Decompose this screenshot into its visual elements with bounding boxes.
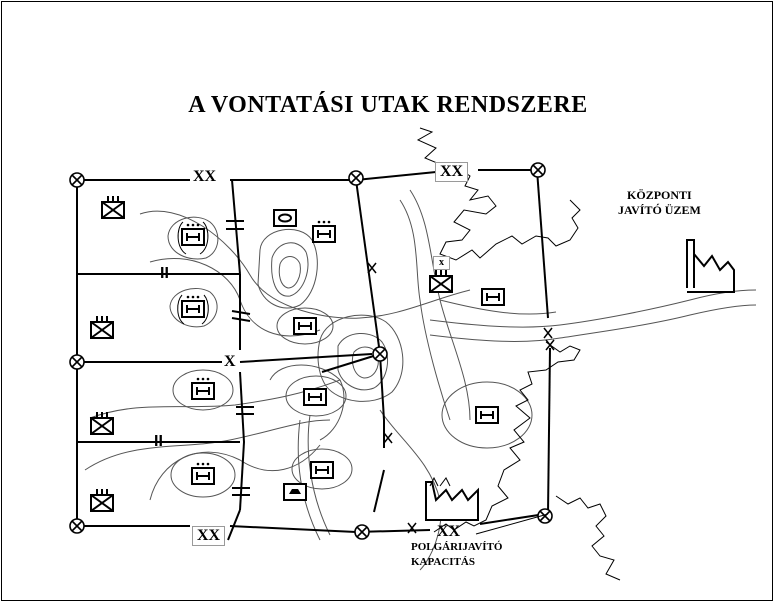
label-xx-top-right: XX [435, 162, 469, 182]
label-ii-upper: II [160, 265, 169, 282]
unit-symbols [90, 195, 505, 512]
label-ii-lower: II [154, 433, 163, 450]
central-repair-line1: KÖZPONTI [627, 188, 692, 202]
central-repair-label: KÖZPONTI JAVÍTÓ ÜZEM [618, 188, 701, 218]
road-nodes [69, 162, 553, 540]
junction-markers [226, 220, 254, 496]
civil-repair-line2: KAPACITÁS [411, 555, 475, 568]
civil-repair-line1: POLGÁRIJAVÍTÓ [411, 541, 503, 553]
central-repair-line2: JAVÍTÓ ÜZEM [618, 203, 701, 217]
civil-repair-factory-icon [425, 476, 479, 521]
civil-repair-label: POLGÁRIJAVÍTÓ KAPACITÁS [411, 540, 502, 570]
label-x-middle: X [224, 353, 236, 370]
civil-repair-pointer [475, 513, 549, 535]
label-x-small: x [433, 256, 450, 270]
label-xx-top-left: XX [193, 168, 217, 185]
central-repair-factory-icon [686, 239, 735, 293]
unit-area-outlines [167, 216, 533, 498]
terrain-contours [84, 189, 757, 571]
diagram-title: A VONTATÁSI UTAK RENDSZERE [188, 92, 588, 118]
label-xx-bottom-left: XX [192, 526, 226, 546]
road-network [76, 169, 551, 541]
label-xx-bottom-right: XX [437, 523, 461, 540]
